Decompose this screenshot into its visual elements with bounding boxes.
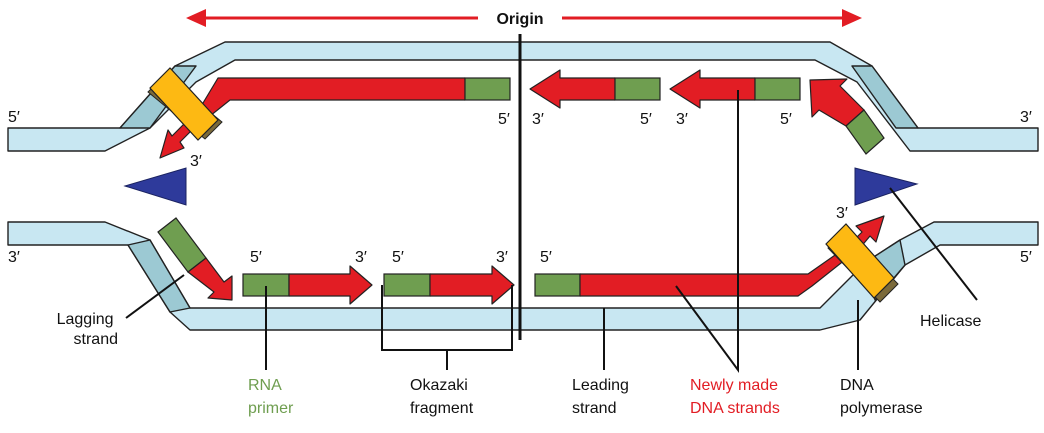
bottom-lagging-diagonal [187,257,233,301]
dna-polymerase-icon-bottom [825,223,899,303]
bottom-okazaki-fragment-1 [288,265,373,305]
label-top-frag2-3prime: 3′ [532,111,544,128]
okazaki-fragment-label: Okazaki fragment [410,377,474,417]
label-bottom-right-3prime: 3′ [836,205,848,222]
top-okazaki-fragment-2 [529,69,616,109]
label-top-frag3-5prime: 5′ [780,111,792,128]
helicase-leader [889,187,978,301]
newly-made-dna-label: Newly made DNA strands [690,377,782,417]
top-rna-primer-2 [614,77,661,101]
label-top-frag3-3prime: 3′ [676,111,688,128]
bottom-rna-primer-leading [534,273,581,297]
end-label-bottom-left: 3′ [8,249,20,266]
okazaki-bracket [381,285,513,370]
top-new-fragment-diagonal [809,78,865,127]
leading-strand-label: Leading strand [572,377,633,417]
dna-polymerase-label: DNA polymerase [840,377,923,417]
bottom-rna-primer-2 [383,273,431,297]
label-top-frag1-5prime: 5′ [498,111,510,128]
helicase-label: Helicase [920,313,981,330]
rna-primer-label: RNA primer [248,377,294,417]
top-rna-primer-3 [754,77,801,101]
origin-arrow [186,9,862,27]
label-bottom-frag2-5prime: 5′ [392,249,404,266]
bottom-okazaki-fragment-2 [429,265,515,305]
label-bottom-frag1-5prime: 5′ [250,249,262,266]
end-label-top-left: 5′ [8,109,20,126]
lagging-strand-label: Lagging strand [57,311,118,348]
fork-shade-bottom-left [127,239,191,313]
end-label-bottom-right: 5′ [1020,249,1032,266]
dna-polymerase-icon-top [147,67,223,141]
top-okazaki-fragment-3 [669,69,756,109]
top-rna-primer-1 [464,77,511,101]
label-bottom-frag2-3prime: 3′ [496,249,508,266]
origin-label: Origin [496,11,543,28]
helicase-icon-left [123,167,187,206]
label-bottom-frag1-3prime: 3′ [355,249,367,266]
helicase-icon-right [854,167,919,206]
label-top-left-3prime: 3′ [190,153,202,170]
end-label-top-right: 3′ [1020,109,1032,126]
lagging-strand-leader [125,274,185,319]
newly-made-leader [675,90,739,374]
top-rna-primer-4 [845,109,885,155]
label-top-frag2-5prime: 5′ [640,111,652,128]
label-bottom-leading-5prime: 5′ [540,249,552,266]
top-parent-strand [7,41,1039,152]
fork-shade-top-right [851,65,919,129]
